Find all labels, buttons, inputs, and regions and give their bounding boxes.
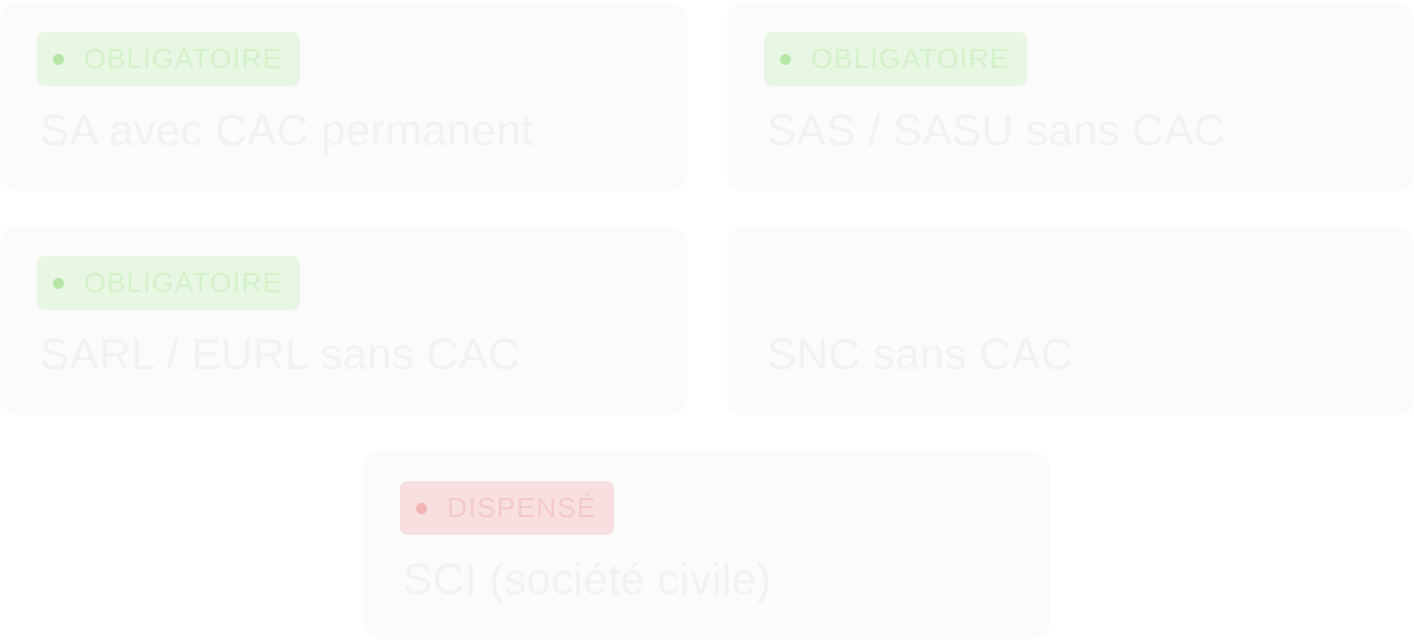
status-dot-icon bbox=[53, 53, 64, 65]
status-badge-obligatoire: OBLIGATOIRE bbox=[37, 32, 300, 86]
status-badge-label: DISPENSÉ bbox=[447, 492, 597, 523]
status-badge-obligatoire: OBLIGATOIRE bbox=[37, 256, 300, 310]
company-type-card-sas[interactable]: OBLIGATOIRE SAS / SASU sans CAC bbox=[727, 2, 1414, 191]
company-type-card-sci[interactable]: DISPENSÉ SCI (société civile) bbox=[363, 451, 1050, 638]
company-type-card-sarl[interactable]: OBLIGATOIRE SARL / EURL sans CAC bbox=[0, 226, 687, 415]
company-type-card-sa[interactable]: OBLIGATOIRE SA avec CAC permanent bbox=[0, 2, 687, 191]
status-badge-label: OBLIGATOIRE bbox=[811, 43, 1010, 74]
status-badge-obligatoire: OBLIGATOIRE bbox=[764, 32, 1027, 86]
status-badge-label: OBLIGATOIRE bbox=[84, 43, 283, 74]
company-type-title: SA avec CAC permanent bbox=[40, 106, 534, 155]
company-type-title: SAS / SASU sans CAC bbox=[767, 106, 1226, 155]
status-badge-dispense: DISPENSÉ bbox=[400, 481, 614, 535]
company-type-card-snc[interactable]: SNC sans CAC bbox=[727, 226, 1414, 415]
company-type-title: SNC sans CAC bbox=[767, 330, 1073, 379]
status-dot-icon bbox=[780, 53, 791, 65]
company-type-title: SCI (société civile) bbox=[403, 555, 772, 604]
status-dot-icon bbox=[53, 277, 64, 289]
status-badge-label: OBLIGATOIRE bbox=[84, 267, 283, 298]
company-type-title: SARL / EURL sans CAC bbox=[40, 330, 521, 379]
status-dot-icon bbox=[416, 502, 427, 514]
